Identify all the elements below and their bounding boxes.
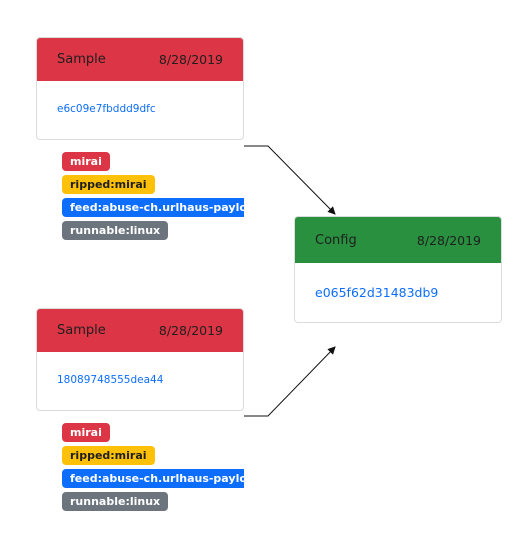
- tag-badge[interactable]: runnable:linux: [62, 492, 169, 511]
- sample-hash-link[interactable]: 18089748555dea44: [57, 374, 164, 386]
- config-node-header: Config 8/28/2019: [295, 217, 501, 263]
- sample-node-2: Sample 8/28/2019 18089748555dea44: [36, 308, 244, 411]
- tag-badge[interactable]: runnable:linux: [62, 221, 169, 240]
- sample-node-header: Sample 8/28/2019: [37, 309, 243, 352]
- config-node-title: Config: [315, 232, 357, 248]
- sample-node-body: e6c09e7fbddd9dfc: [37, 81, 243, 115]
- sample-node-body: 18089748555dea44: [37, 352, 243, 386]
- sample-node-title: Sample: [57, 52, 106, 67]
- config-node: Config 8/28/2019 e065f62d31483db9: [294, 216, 502, 323]
- tag-badge[interactable]: mirai: [62, 152, 110, 171]
- config-hash-link[interactable]: e065f62d31483db9: [315, 285, 439, 300]
- edge-sample-1-to-config: [244, 145, 336, 215]
- tag-badge[interactable]: feed:abuse-ch.urlhaus-payload: [62, 469, 244, 488]
- sample-node-date: 8/28/2019: [158, 52, 223, 67]
- tag-badge[interactable]: ripped:mirai: [62, 175, 155, 194]
- edge-sample-2-to-config: [244, 346, 336, 417]
- config-node-body: e065f62d31483db9: [295, 263, 501, 300]
- sample-node-1: Sample 8/28/2019 e6c09e7fbddd9dfc: [36, 37, 244, 140]
- tag-badge[interactable]: mirai: [62, 423, 110, 442]
- tag-badge[interactable]: ripped:mirai: [62, 446, 155, 465]
- sample-2-tag-list: mirai ripped:mirai feed:abuse-ch.urlhaus…: [62, 423, 244, 515]
- config-node-date: 8/28/2019: [416, 232, 481, 248]
- sample-node-header: Sample 8/28/2019: [37, 38, 243, 81]
- tag-badge[interactable]: feed:abuse-ch.urlhaus-payload: [62, 198, 244, 217]
- sample-node-title: Sample: [57, 323, 106, 338]
- sample-node-date: 8/28/2019: [158, 323, 223, 338]
- sample-1-tag-list: mirai ripped:mirai feed:abuse-ch.urlhaus…: [62, 152, 244, 244]
- sample-hash-link[interactable]: e6c09e7fbddd9dfc: [57, 103, 156, 115]
